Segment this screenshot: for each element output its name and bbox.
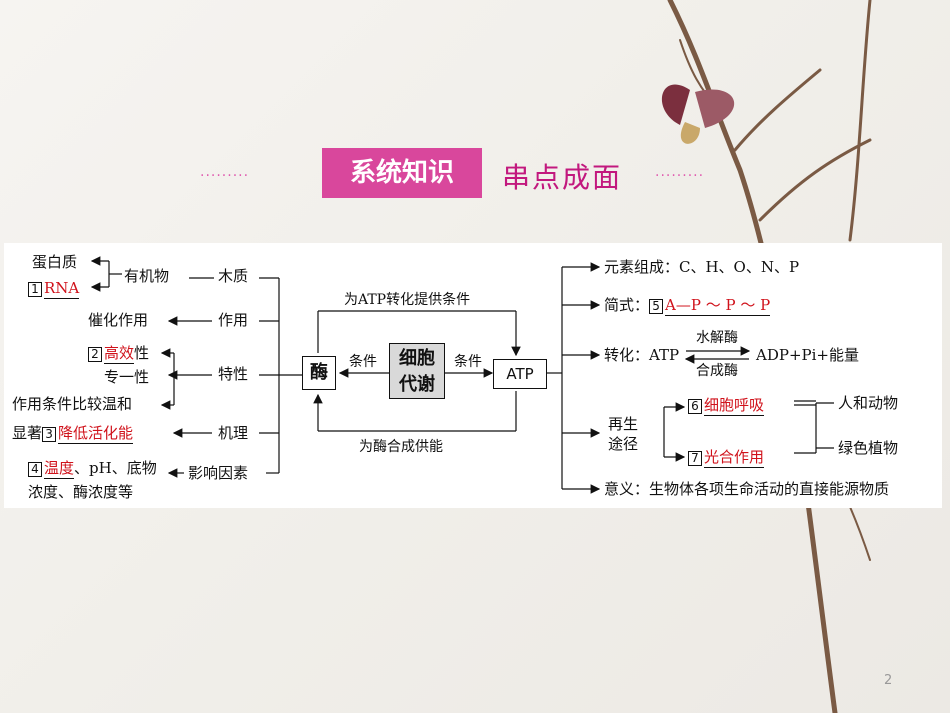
title-subtitle: 串点成面 [502, 161, 623, 194]
regeneration-label-2: 途径 [608, 435, 639, 453]
blank-number-7: 7 [688, 451, 702, 466]
protein-label: 蛋白质 [32, 253, 78, 271]
catalysis-label: 催化作用 [88, 311, 149, 329]
rna-answer: RNA [44, 279, 80, 299]
title-box: 系统知识 [322, 148, 482, 198]
mild-conditions-label: 作用条件比较温和 [12, 395, 133, 413]
high-efficiency-suffix: 性 [134, 344, 150, 362]
organic-label: 有机物 [124, 267, 170, 285]
title-dots-right: ········· [655, 168, 705, 184]
temperature-answer: 温度 [44, 459, 75, 479]
factors-rest: 、pH、底物 [74, 459, 157, 477]
cell-metabolism-box: 细胞代谢 [389, 343, 445, 399]
function-label: 作用 [218, 311, 249, 329]
mechanism-label: 机理 [218, 424, 249, 442]
notable-label: 显著 [12, 424, 43, 442]
atp-box: ATP [493, 359, 547, 389]
formula-answer: A—P ～ P ～ P [665, 296, 771, 316]
formula-label: 简式： [604, 296, 650, 314]
specificity-label: 专一性 [104, 368, 150, 386]
blank-number-4: 4 [28, 462, 42, 477]
blank-number-2: 2 [88, 347, 102, 362]
green-plants-label: 绿色植物 [838, 439, 899, 457]
left-condition-label: 条件 [349, 354, 377, 370]
title-dots-left: ········· [200, 168, 250, 184]
page-number: 2 [884, 673, 893, 688]
butterfly-icon [661, 84, 735, 144]
conversion-product: ADP+Pi+能量 [756, 346, 859, 364]
lower-energy-answer: 降低活化能 [58, 424, 134, 444]
nature-label: 木质 [218, 267, 249, 285]
hydrolase-label: 水解酶 [696, 330, 738, 346]
blank-number-3: 3 [42, 427, 57, 442]
synthase-label: 合成酶 [696, 363, 738, 379]
concept-map-lines [90, 256, 834, 494]
top-arrow-label: 为ATP转化提供条件 [344, 292, 471, 308]
conversion-label: 转化：ATP [604, 346, 680, 364]
enzyme-box: 酶 [302, 356, 336, 390]
right-condition-label: 条件 [454, 354, 482, 370]
section-title: ········· 系统知识 串点成面 ········· [200, 148, 760, 198]
factors-label: 影响因素 [188, 464, 249, 482]
blank-number-6: 6 [688, 399, 702, 414]
factors-line2: 浓度、酶浓度等 [28, 483, 134, 501]
humans-animals-label: 人和动物 [838, 394, 899, 412]
photosynthesis-answer: 光合作用 [704, 448, 765, 468]
blank-number-5: 5 [649, 299, 664, 314]
blank-number-1: 1 [28, 282, 42, 297]
elements-label: 元素组成：C、H、O、N、P [604, 258, 800, 276]
property-label: 特性 [218, 365, 249, 383]
meaning-label: 意义：生物体各项生命活动的直接能源物质 [604, 480, 890, 498]
bottom-arrow-label: 为酶合成供能 [359, 439, 443, 455]
high-efficiency-answer: 高效 [104, 344, 135, 364]
respiration-answer: 细胞呼吸 [704, 396, 765, 416]
regeneration-label-1: 再生 [608, 415, 639, 433]
